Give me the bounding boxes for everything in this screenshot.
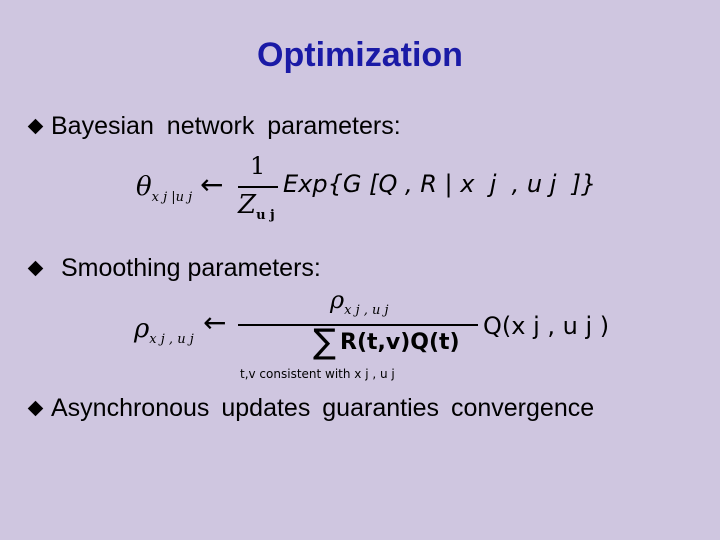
diamond-bullet-icon [27, 260, 44, 277]
bullet-bayesian-network-parameters: Bayesian network parameters: [27, 112, 401, 141]
bullet-asynchronous-updates: Asynchronous updates guaranties converge… [27, 394, 595, 423]
eq1-denominator: Zu j [238, 190, 275, 223]
bullet-text: Asynchronous updates guaranties converge… [51, 394, 595, 422]
eq2-sum-condition: t,v consistent with x j , u j [240, 367, 395, 381]
bullet-smoothing-parameters: Smoothing parameters: [27, 254, 321, 283]
slide-title: Optimization [257, 36, 463, 74]
eq1-rhs: Exp{G [Q , R | x j , u j ]} [283, 170, 597, 198]
eq2-fraction-line [238, 324, 478, 326]
eq2-denominator: R(t,v)Q(t) [340, 330, 460, 355]
bullet-text: Smoothing parameters: [61, 254, 321, 282]
eq2-arrow: ← [203, 306, 227, 339]
diamond-bullet-icon [27, 400, 44, 417]
eq2-sum-symbol: ∑ [313, 322, 336, 362]
eq1-numerator: 1 [250, 152, 266, 180]
eq1-lhs: θx j |u j [136, 172, 193, 205]
diamond-bullet-icon [27, 118, 44, 135]
eq2-lhs: ρx j , u j [134, 314, 194, 347]
eq2-numerator: ρx j , u j [330, 286, 389, 318]
eq1-fraction-line [238, 186, 278, 188]
eq2-rhs: Q(x j , u j ) [483, 312, 610, 340]
bullet-text: Bayesian network parameters: [51, 112, 401, 140]
eq1-arrow: ← [200, 168, 224, 201]
